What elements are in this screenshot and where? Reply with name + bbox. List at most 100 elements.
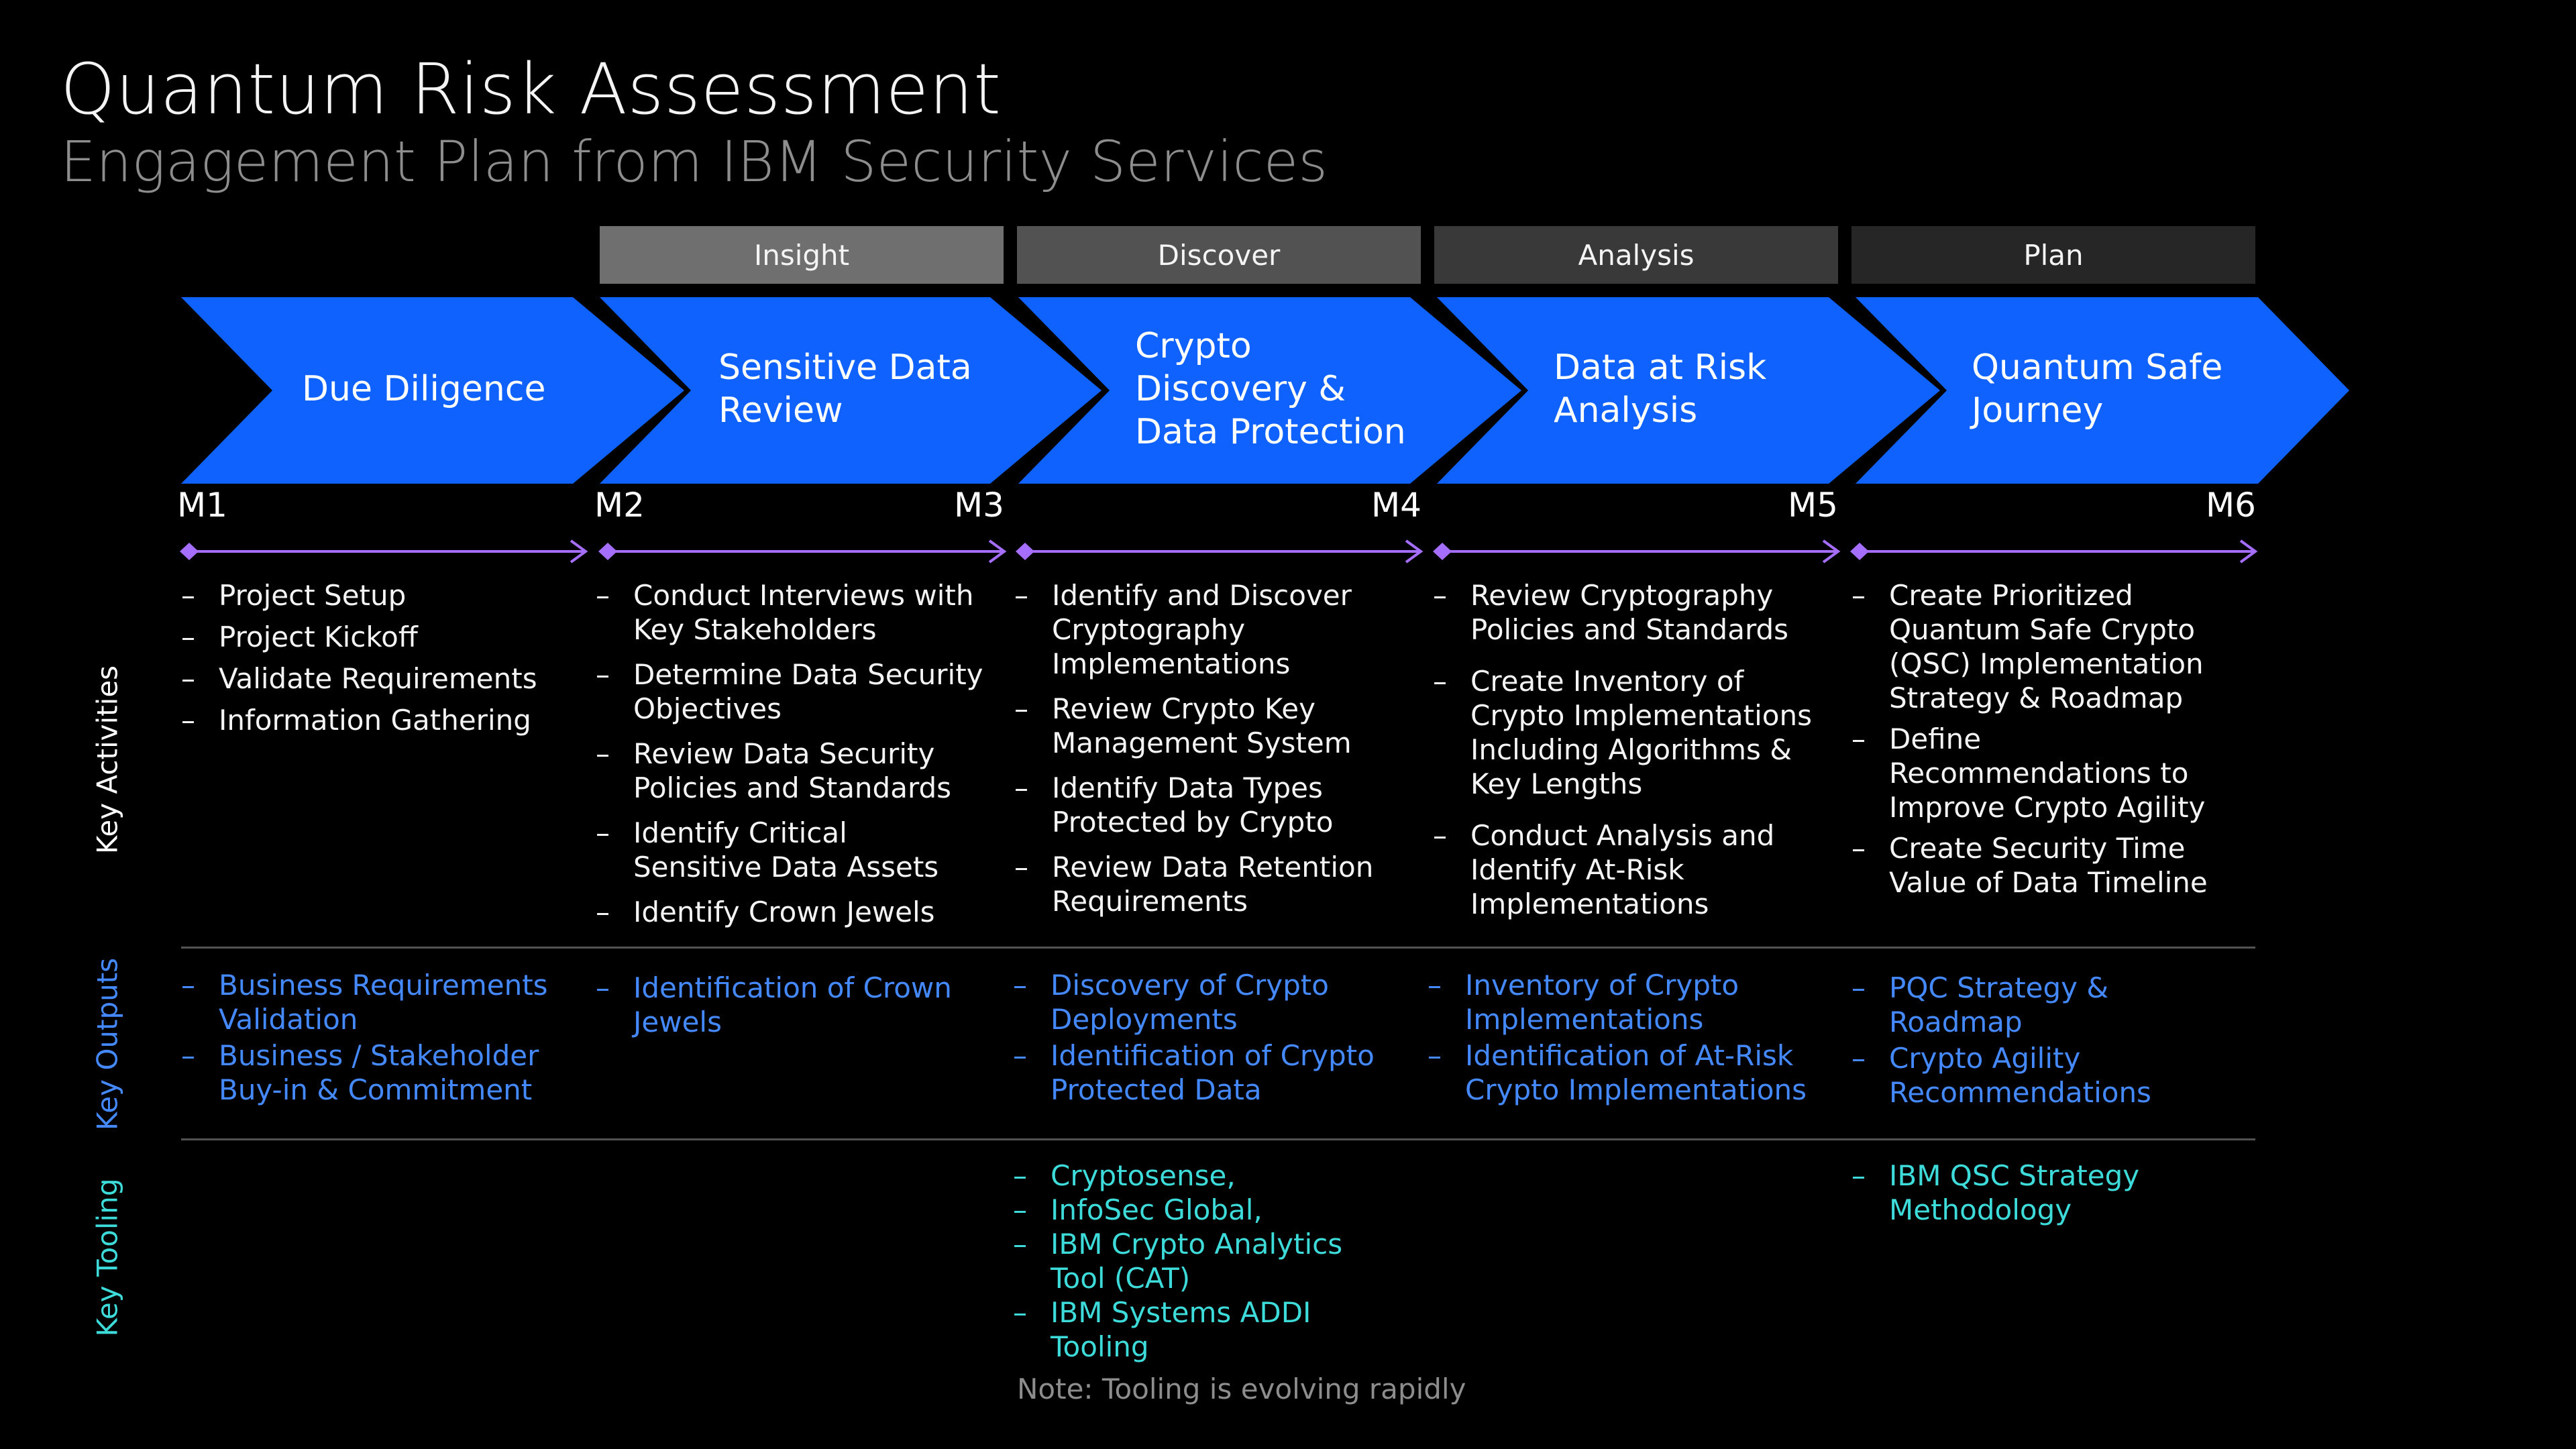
list-item-line: Identify Critical — [633, 816, 847, 849]
list-item-line: Requirements — [1052, 885, 1248, 918]
list-item-line: Information Gathering — [219, 704, 531, 737]
milestone-diamond — [180, 543, 199, 560]
milestone-m5: M5 — [1788, 486, 1838, 525]
row-label-activities: Key Activities — [91, 665, 124, 855]
list-item-line: Sensitive Data Assets — [633, 851, 939, 883]
list-item-line: Methodology — [1889, 1193, 2072, 1226]
phase-header-insight: Insight — [600, 226, 1004, 284]
list-item-line: Review Crypto Key — [1052, 692, 1316, 725]
chevron-due-diligence — [181, 297, 684, 484]
list-item-line: Validate Requirements — [219, 662, 537, 695]
list-item-line: Identify Data Types — [1052, 771, 1323, 804]
list-item: InfoSec Global, — [1013, 1193, 1342, 1227]
list-item-line: Review Data Retention — [1052, 851, 1374, 883]
tooling-column-3: Cryptosense,InfoSec Global,IBM Crypto An… — [1013, 1159, 1342, 1364]
stage-line: Due Diligence — [302, 369, 546, 409]
row-label-outputs: Key Outputs — [91, 957, 124, 1131]
list-item-line: Protected Data — [1051, 1073, 1262, 1106]
list-item-line: Quantum Safe Crypto — [1889, 613, 2196, 646]
milestone-m2: M2 — [594, 486, 645, 525]
list-item-line: Crypto Implementations — [1470, 699, 1813, 732]
timeline-arrowhead — [570, 539, 588, 564]
list-item-line: IBM Crypto Analytics — [1051, 1228, 1343, 1260]
tooling-note: Note: Tooling is evolving rapidly — [1017, 1373, 1466, 1405]
milestone-m1: M1 — [177, 486, 227, 525]
stage-text: Due Diligence — [302, 368, 545, 411]
phase-header-plan: Plan — [1851, 226, 2255, 284]
list-item: PQC Strategy &Roadmap — [1851, 971, 2151, 1039]
stage-line: Data Protection — [1135, 412, 1406, 452]
list-item-line: Policies and Standards — [633, 771, 952, 804]
chevron-sensitive-data-review — [600, 297, 1102, 484]
stage-line: Crypto — [1135, 326, 1252, 366]
list-item-line: Deployments — [1051, 1003, 1238, 1036]
list-item: Cryptosense, — [1013, 1159, 1342, 1193]
milestone-m6: M6 — [2206, 486, 2256, 525]
list-item-line: Key Stakeholders — [633, 613, 877, 646]
stage-line: Sensitive Data — [718, 347, 972, 388]
list-item-line: Strategy & Roadmap — [1889, 682, 2184, 714]
list-item-line: Define — [1889, 722, 1982, 755]
list-item: Identify and DiscoverCryptographyImpleme… — [1014, 578, 1373, 681]
list-item-line: Create Prioritized — [1889, 579, 2133, 612]
outputs-column-4: Inventory of CryptoImplementationsIdenti… — [1428, 968, 1807, 1109]
list-item-line: Value of Data Timeline — [1889, 866, 2208, 899]
outputs-column-1: Business RequirementsValidationBusiness … — [181, 968, 548, 1109]
list-item-line: Identification of Crown — [633, 971, 952, 1004]
list-item-line: Discovery of Crypto — [1051, 969, 1329, 1002]
list-item-line: Objectives — [633, 692, 782, 725]
list-item-line: Roadmap — [1889, 1006, 2023, 1038]
chevron-crypto-discovery — [1018, 297, 1521, 484]
timeline-group — [180, 539, 2258, 564]
list-item-line: Protected by Crypto — [1052, 806, 1334, 839]
list-item-line: Tooling — [1051, 1330, 1149, 1363]
outputs-column-3: Discovery of CryptoDeploymentsIdentifica… — [1013, 968, 1375, 1109]
milestone-diamond — [1016, 543, 1034, 560]
page-subtitle: Engagement Plan from IBM Security Servic… — [60, 129, 1328, 195]
list-item-line: Crypto Agility — [1889, 1042, 2081, 1075]
list-item-line: Validation — [219, 1003, 358, 1036]
list-item-line: IBM Systems ADDI — [1051, 1296, 1311, 1329]
milestone-m3: M3 — [954, 486, 1004, 525]
list-item-line: Management System — [1052, 727, 1352, 759]
chevron-group — [181, 297, 2349, 484]
list-item-line: Cryptosense, — [1051, 1159, 1236, 1192]
timeline-arrowhead — [1405, 539, 1424, 564]
list-item: Information Gathering — [181, 703, 537, 737]
milestone-diamond — [598, 543, 617, 560]
list-item-line: Implementations — [1465, 1003, 1704, 1036]
list-item-line: Inventory of Crypto — [1465, 969, 1739, 1002]
list-item-line: Jewels — [633, 1006, 722, 1038]
list-item-line: Including Algorithms & — [1470, 733, 1792, 766]
list-item-line: Identification of At-Risk — [1465, 1039, 1794, 1072]
chevron-quantum-safe-journey — [1856, 297, 2349, 484]
divider-outputs-tooling — [181, 1138, 2255, 1140]
stage-line: Review — [718, 390, 843, 431]
list-item-line: Review Cryptography — [1470, 579, 1774, 612]
list-item-line: Tool (CAT) — [1051, 1262, 1191, 1295]
list-item-line: Conduct Interviews with — [633, 579, 974, 612]
list-item-line: Identify At-Risk — [1470, 853, 1684, 886]
list-item-line: Identify and Discover — [1052, 579, 1352, 612]
